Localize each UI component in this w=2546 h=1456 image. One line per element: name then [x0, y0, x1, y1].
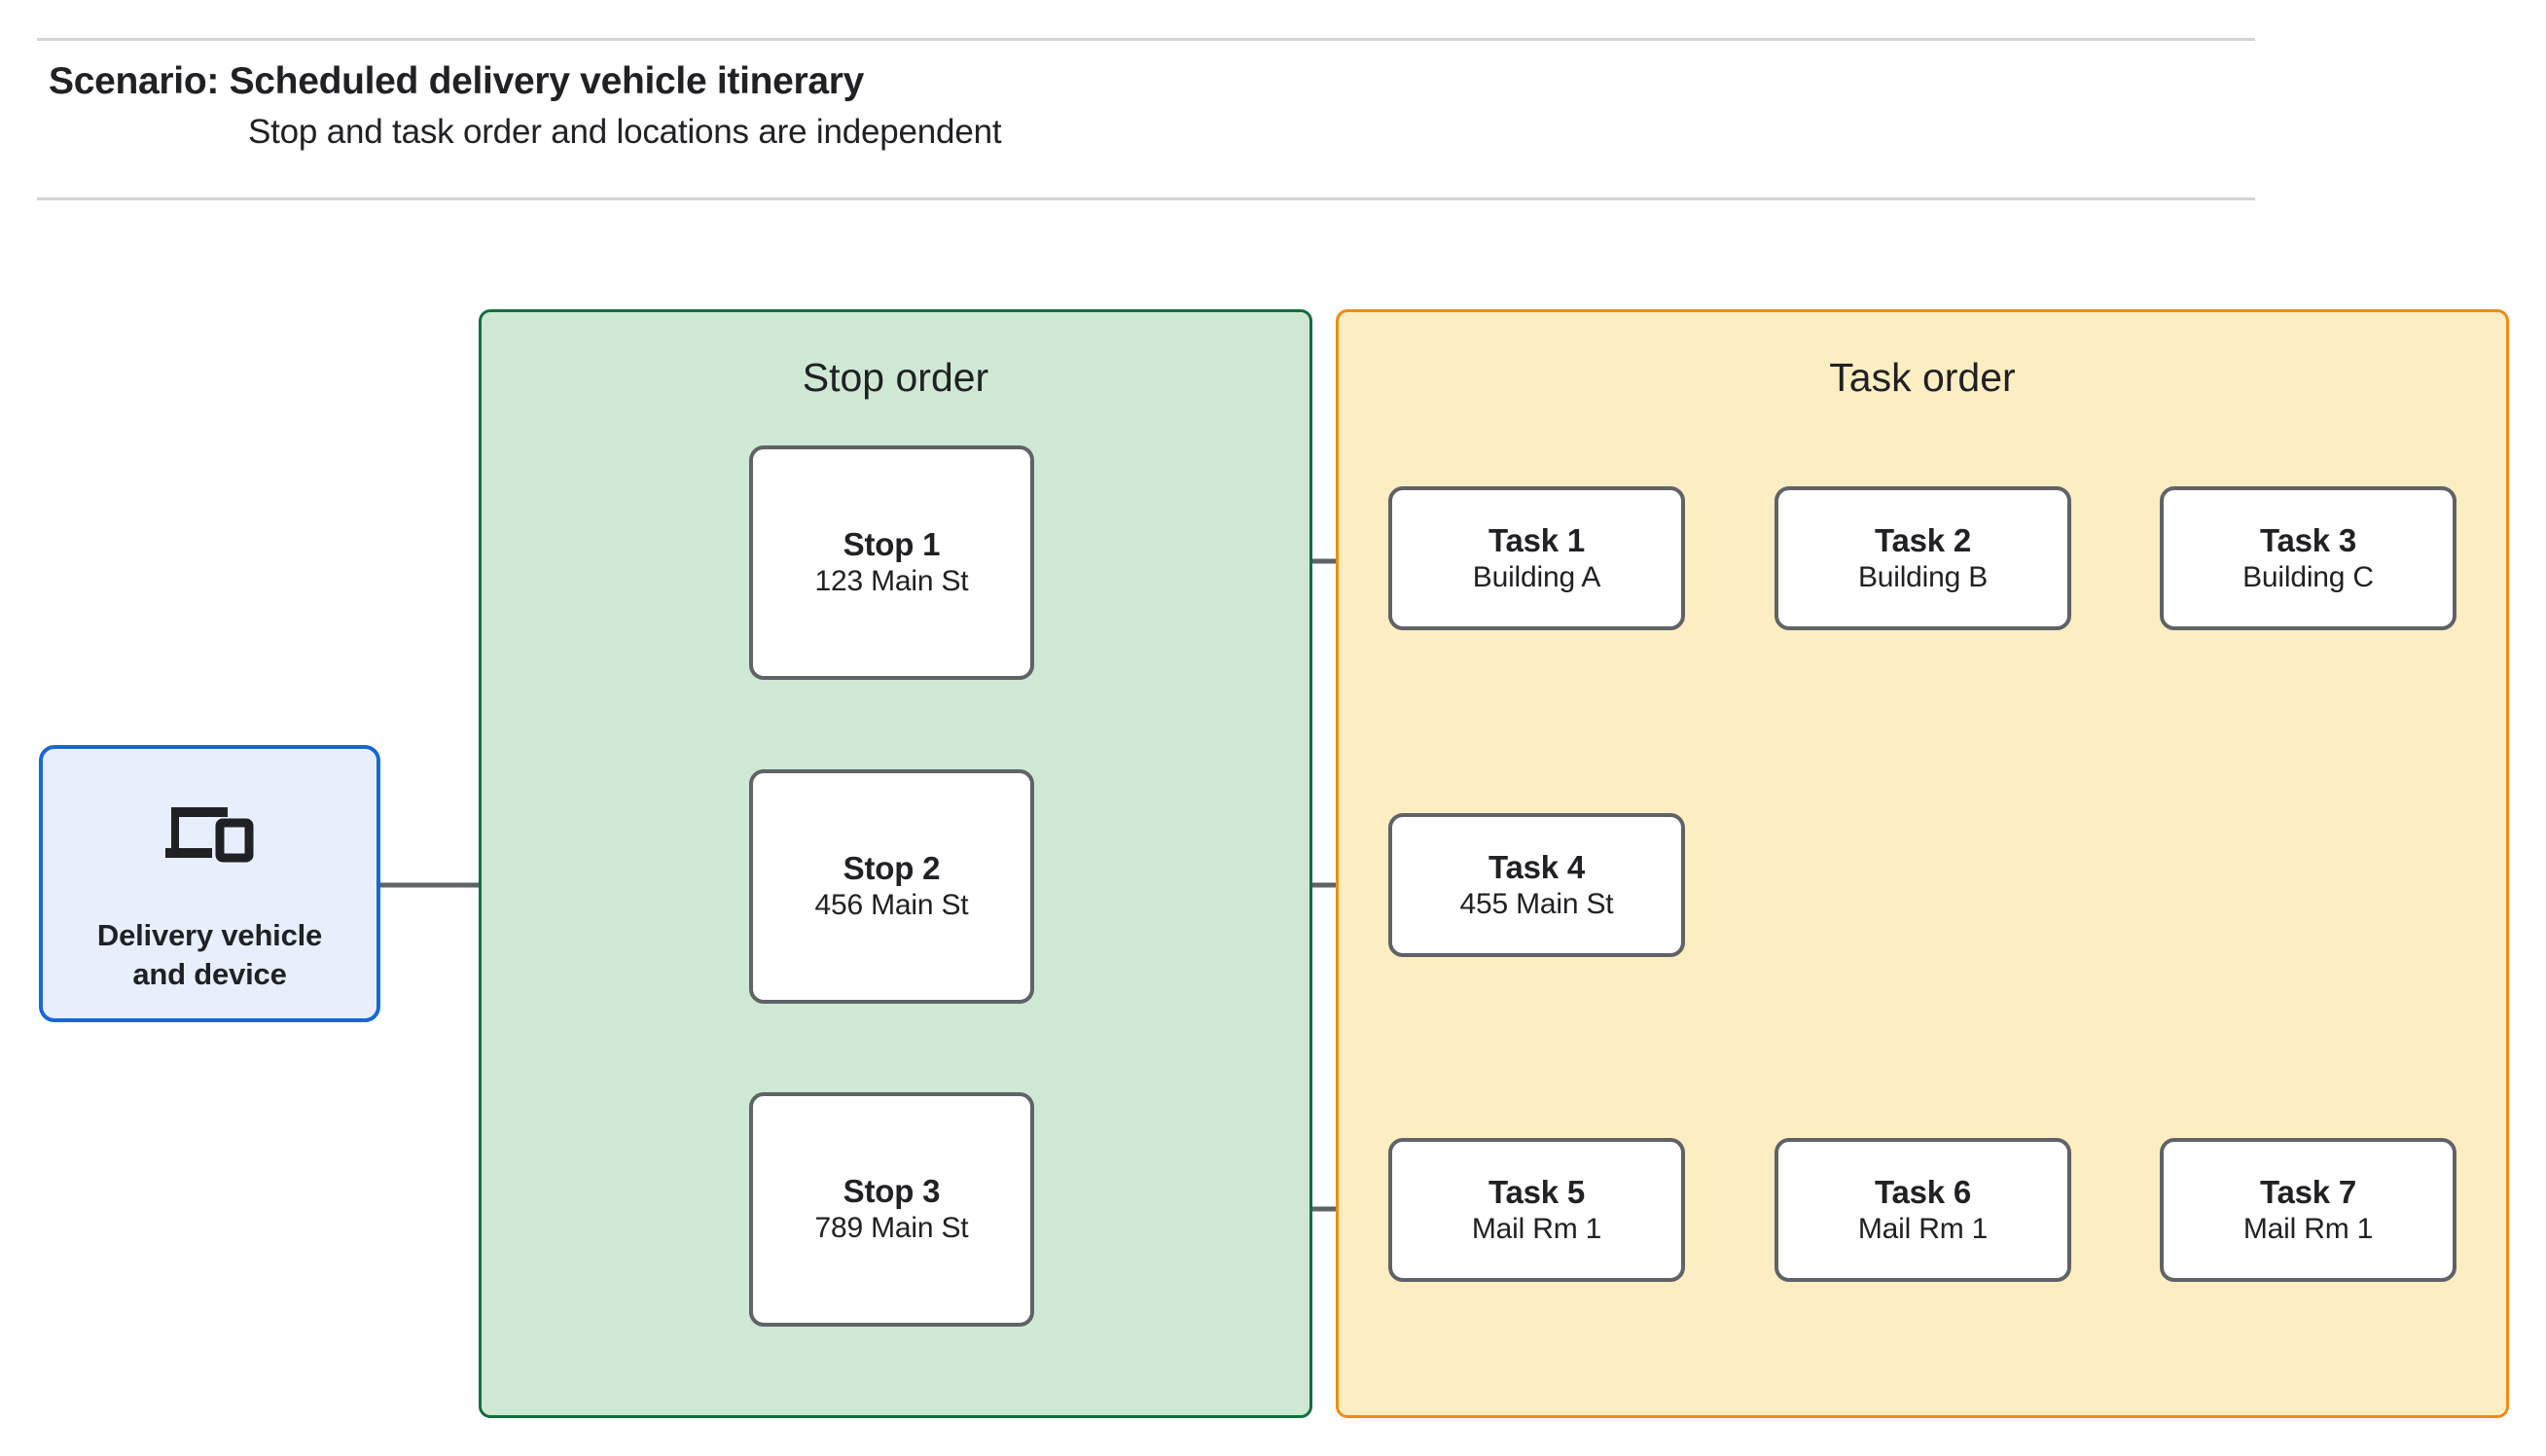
stop-node-1-location: 123 Main St	[814, 565, 969, 598]
task-node-2-location: Building B	[1857, 560, 1989, 593]
task-node-7-name: Task 7	[2259, 1173, 2357, 1210]
task-node-3-name: Task 3	[2259, 521, 2357, 558]
stop-node-3-name: Stop 3	[843, 1173, 941, 1210]
task-node-1[interactable]: Task 1 Building A	[1388, 486, 1685, 630]
task-node-2-name: Task 2	[1874, 521, 1972, 558]
task-node-1-location: Building A	[1472, 560, 1601, 593]
stop-node-3[interactable]: Stop 3 789 Main St	[749, 1092, 1034, 1327]
task-node-5[interactable]: Task 5 Mail Rm 1	[1388, 1138, 1685, 1282]
task-node-3[interactable]: Task 3 Building C	[2160, 486, 2456, 630]
task-node-5-location: Mail Rm 1	[1471, 1212, 1602, 1245]
task-node-7[interactable]: Task 7 Mail Rm 1	[2160, 1138, 2456, 1282]
header-rule-top	[37, 38, 2255, 41]
stop-node-2-location: 456 Main St	[814, 889, 969, 922]
delivery-vehicle-label: Delivery vehicle and device	[97, 916, 322, 993]
vehicle-label-line-2: and device	[132, 956, 287, 991]
header-rule-bottom	[37, 197, 2255, 200]
task-node-4[interactable]: Task 4 455 Main St	[1388, 813, 1685, 957]
task-node-2[interactable]: Task 2 Building B	[1775, 486, 2071, 630]
task-node-6-name: Task 6	[1874, 1173, 1972, 1210]
stop-node-3-location: 789 Main St	[814, 1212, 969, 1245]
task-node-6-location: Mail Rm 1	[1857, 1212, 1989, 1245]
stop-node-2[interactable]: Stop 2 456 Main St	[749, 769, 1034, 1004]
delivery-vehicle-node[interactable]: Delivery vehicle and device	[39, 745, 380, 1022]
task-node-4-name: Task 4	[1488, 848, 1586, 885]
page-title: Scenario: Scheduled delivery vehicle iti…	[49, 60, 865, 102]
task-node-3-location: Building C	[2242, 560, 2374, 593]
task-node-7-location: Mail Rm 1	[2242, 1212, 2374, 1245]
stop-order-panel-title: Stop order	[802, 355, 989, 400]
vehicle-label-line-1: Delivery vehicle	[96, 918, 323, 952]
devices-icon	[164, 807, 253, 863]
stop-node-1-name: Stop 1	[843, 526, 941, 563]
stop-node-2-name: Stop 2	[843, 850, 941, 887]
task-node-4-location: 455 Main St	[1459, 887, 1614, 920]
task-node-6[interactable]: Task 6 Mail Rm 1	[1775, 1138, 2071, 1282]
page-subtitle: Stop and task order and locations are in…	[248, 113, 1002, 151]
stop-node-1[interactable]: Stop 1 123 Main St	[749, 445, 1034, 680]
task-order-panel-title: Task order	[1829, 355, 2016, 400]
task-node-1-name: Task 1	[1488, 521, 1586, 558]
task-node-5-name: Task 5	[1488, 1173, 1586, 1210]
